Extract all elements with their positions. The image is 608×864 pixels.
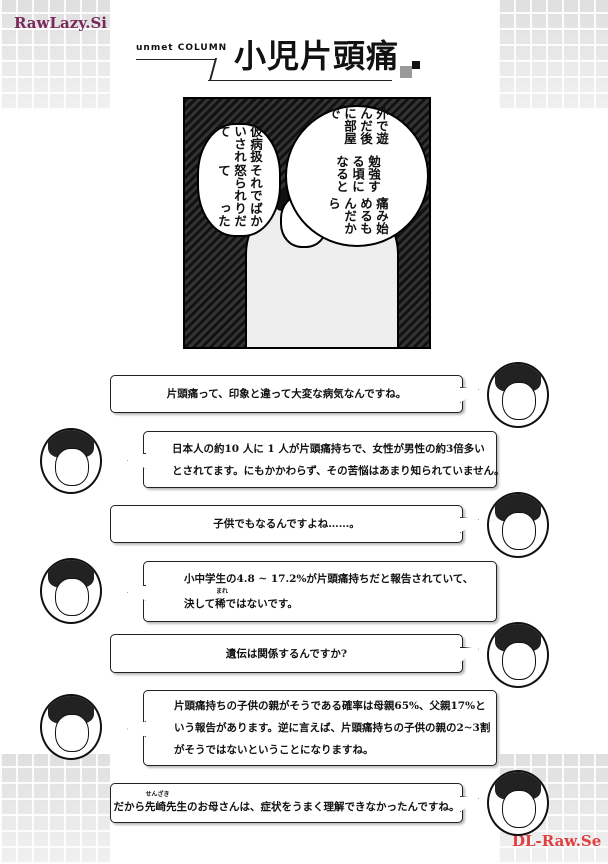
dialogue-bubble-doctor: 日本人の約10 人に 1 人が片頭痛持ちで、女性が男性の約3倍多いとされてます。… — [127, 431, 505, 488]
dialogue-text: 小中学生の4.8 ~ 17.2%が片頭痛持ちだと報告されていて、 — [184, 573, 474, 585]
balloon-line: 痛み始めるもんだから — [326, 197, 389, 235]
doctor-avatar — [40, 694, 102, 760]
dialogue-bubble-doctor: 片頭痛持ちの子供の親がそうである確率は母親65%、父親17%という報告があります… — [127, 690, 497, 766]
dialogue-bubble-doctor: 小中学生の4.8 ~ 17.2%が片頭痛持ちだと報告されていて、まれ決して稀では… — [127, 561, 497, 622]
bubble-tail — [460, 387, 479, 403]
speech-balloon-right: 外で遊んだ後に部屋で 勉強する頃になると 痛み始めるもんだから — [285, 105, 429, 247]
balloon-line: 勉強する頃になると — [334, 154, 381, 193]
dialogue-bubble-woman: 遺伝は関係するんですか? — [110, 634, 479, 673]
dialogue-text: 子供でもなるんですよね……。 — [213, 518, 360, 530]
column-label: unmet COLUMN — [136, 43, 228, 53]
manga-panel: 外で遊んだ後に部屋で 勉強する頃になると 痛み始めるもんだから 仮病扱いされて … — [183, 97, 431, 349]
dialogue-text: とされてます。にもかかわらず、その苦悩はあまり知られていません。 — [172, 464, 505, 477]
bubble-tail — [127, 584, 146, 601]
dialogue-bubble-woman: せんざきだから先崎先生のお母さんは、症状をうまく理解できなかったんですね。 — [110, 783, 479, 823]
corner-pattern — [498, 0, 608, 110]
balloon-line: 外で遊んだ後に部屋で — [326, 107, 389, 145]
bubble-tail — [460, 517, 479, 533]
doctor-avatar — [40, 558, 102, 624]
woman-avatar — [487, 362, 549, 428]
dialogue-bubble-woman: 子供でもなるんですよね……。 — [110, 505, 479, 543]
bubble-tail — [460, 796, 479, 812]
furigana: せんざき — [145, 790, 170, 798]
header-rule — [208, 58, 217, 81]
furigana: まれ — [216, 588, 229, 595]
corner-pattern — [0, 754, 110, 864]
bubble-tail — [460, 646, 479, 663]
dialogue-text: 日本人の約10 人に 1 人が片頭痛持ちで、女性が男性の約3倍多い — [172, 442, 485, 455]
page-title: 小児片頭痛 — [234, 37, 400, 75]
dialogue-text: 決して稀ではないです。 — [184, 598, 298, 610]
balloon-line: それで怒られて — [216, 163, 263, 202]
balloon-line: 仮病扱いされて — [216, 125, 263, 163]
header-rule — [208, 80, 392, 81]
dialogue-text: 遺伝は関係するんですか? — [225, 647, 348, 660]
dialogue-text: 片頭痛持ちの子供の親がそうである確率は母親65%、父親17%と — [174, 700, 486, 712]
balloon-line: ばかりだった — [216, 202, 263, 227]
decor-square — [412, 61, 420, 69]
bubble-tail — [127, 452, 146, 469]
dialogue-bubble-woman: 片頭痛って、印象と違って大変な病気なんですね。 — [110, 375, 479, 413]
decor-square — [400, 66, 412, 78]
watermark-top: RawLazy.Si — [14, 14, 107, 32]
header-rule — [136, 59, 216, 60]
watermark-bottom: DL-Raw.Se — [512, 832, 602, 850]
corner-pattern — [0, 0, 110, 110]
dialogue-text: だから先崎先生のお母さんは、症状をうまく理解できなかったんですね。 — [113, 800, 460, 813]
dialogue-text: いう報告があります。逆に言えば、片頭痛持ちの子供の親の2~3割 — [174, 722, 491, 734]
speech-balloon-left: 仮病扱いされて それで怒られて ばかりだった — [197, 123, 281, 237]
dialogue-text: 片頭痛って、印象と違って大変な病気なんですね。 — [166, 388, 407, 400]
bubble-tail — [127, 721, 146, 737]
woman-avatar — [487, 622, 549, 688]
woman-avatar — [487, 492, 549, 558]
dialogue-text: がそうではないということになりますね。 — [174, 744, 374, 756]
woman-avatar — [487, 770, 549, 836]
doctor-avatar — [40, 428, 102, 494]
